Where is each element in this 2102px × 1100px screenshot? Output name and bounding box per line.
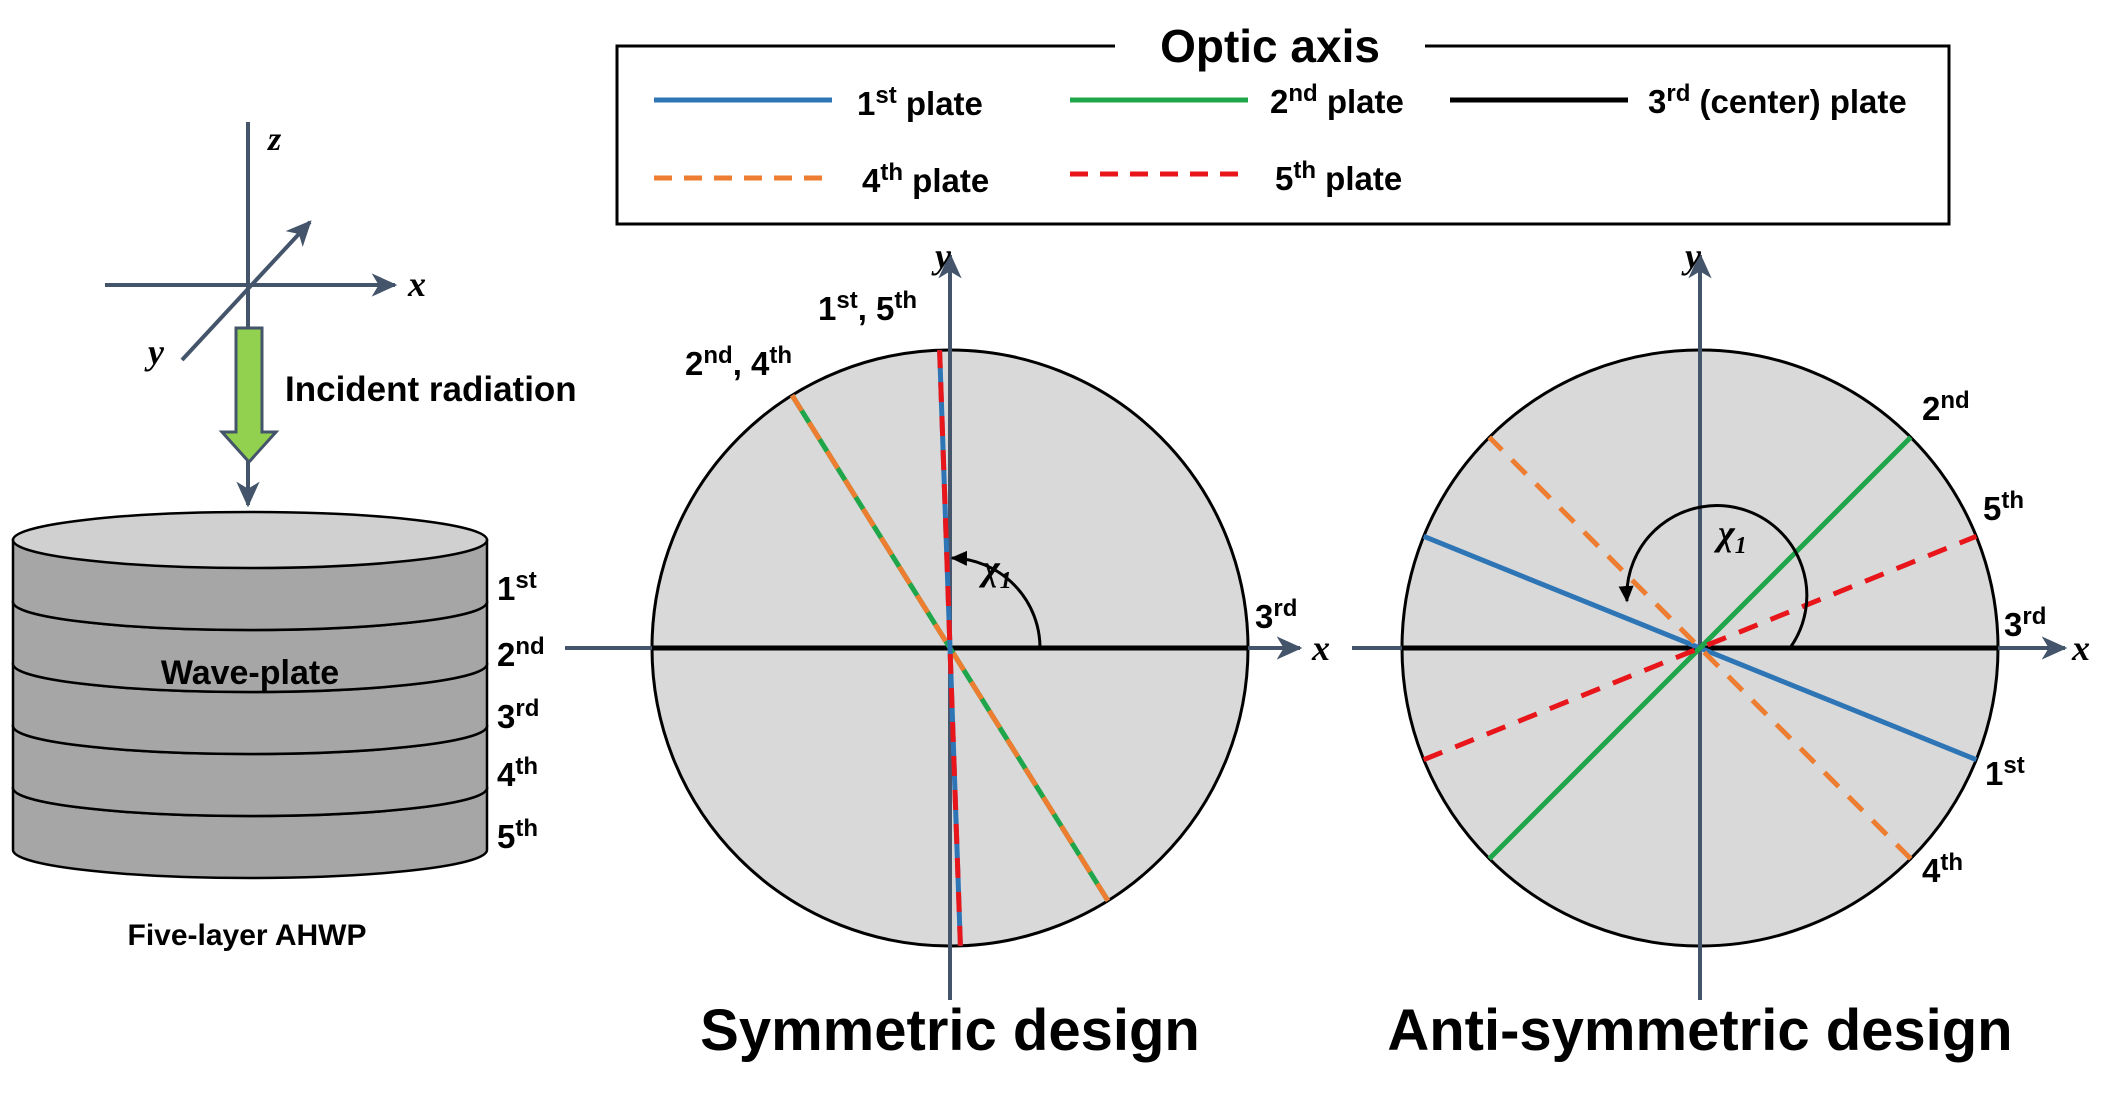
symmetric-y-label: y [931, 236, 952, 276]
legend-label-plate5: 5th plate [1275, 157, 1402, 197]
legend-label-plate1: 1st plate [857, 82, 983, 122]
antisymmetric-design: χ1 x y 2nd 5th 3rd 1st 4th Anti-symmetri… [1352, 236, 2090, 1063]
symmetric-label-plate-3: 3rd [1255, 595, 1297, 635]
antisymmetric-label-plate-2: 2nd [1922, 387, 1970, 427]
stack-layer-label-4: 4th [497, 753, 538, 793]
antisymmetric-label-plate-4: 4th [1922, 849, 1963, 889]
legend-label-plate2: 2nd plate [1270, 80, 1404, 120]
symmetric-x-label: x [1311, 628, 1330, 668]
symmetric-optic-axes [652, 350, 1248, 946]
antisymmetric-label-plate-5: 5th [1983, 487, 2024, 527]
symmetric-label-plates-2-4: 2nd, 4th [685, 342, 792, 382]
stack-layer-1 [11, 510, 489, 632]
symmetric-design: χ1 x y 1st, 5th 2nd, 4th 3rd Symmetric d… [565, 236, 1330, 1063]
stack-layer-label-3: 3rd [497, 695, 539, 735]
antisymmetric-label-plate-3: 3rd [2004, 603, 2046, 643]
incident-radiation-label: Incident radiation [285, 370, 577, 409]
legend-label-plate4: 4th plate [862, 159, 989, 199]
antisymmetric-optic-axes [1402, 435, 1998, 861]
symmetric-label-plates-1-5: 1st, 5th [818, 287, 917, 327]
antisymmetric-angle-label: χ1 [1713, 513, 1747, 559]
incident-radiation-arrow [218, 326, 280, 465]
symmetric-axis-plate-1 [937, 350, 963, 946]
stack-layer-label-1: 1st [497, 567, 537, 607]
coordinate-system: z x y [105, 121, 426, 508]
legend: Optic axis 1st plate 2nd plate 3rd (cent… [615, 20, 1951, 226]
antisymmetric-axis-plate-2 [1487, 435, 1913, 861]
symmetric-title: Symmetric design [700, 998, 1200, 1063]
legend-label-plate3: 3rd (center) plate [1648, 80, 1907, 120]
antisymmetric-title: Anti-symmetric design [1387, 998, 2012, 1063]
legend-title-mask [1115, 26, 1425, 68]
stack-layer-label-2: 2nd [497, 633, 545, 673]
legend-box [615, 44, 1951, 226]
wave-plate-label: Wave-plate [161, 654, 339, 692]
antisymmetric-x-label: x [2071, 628, 2090, 668]
stack-caption: Five-layer AHWP [128, 919, 367, 952]
symmetric-angle-arc [950, 550, 1042, 649]
wave-plate-stack [11, 510, 489, 880]
symmetric-angle-label: χ1 [978, 548, 1012, 594]
stack-layer-label-5: 5th [497, 815, 538, 855]
y-axis-label: y [144, 332, 165, 372]
x-axis-label: x [407, 264, 426, 304]
antisymmetric-angle-arc [1618, 504, 1809, 649]
antisymmetric-label-plate-1: 1st [1985, 752, 2025, 792]
stack-layer-labels: 1st 2nd 3rd 4th 5th [497, 567, 545, 855]
z-axis-label: z [267, 121, 282, 158]
antisymmetric-y-label: y [1681, 236, 1702, 276]
legend-title: Optic axis [1160, 20, 1380, 72]
